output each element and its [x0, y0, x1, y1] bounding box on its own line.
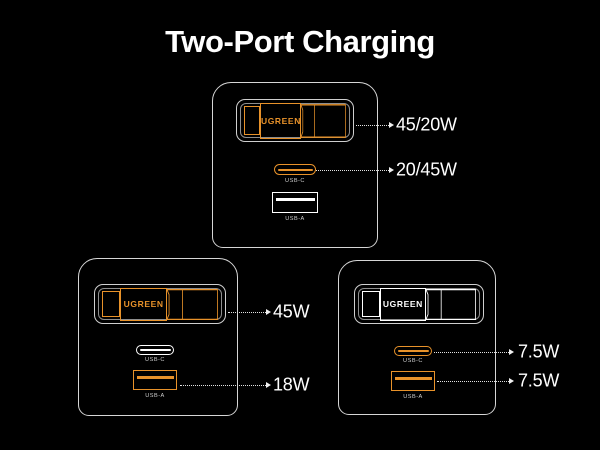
callout-top-usbc: 20/45W	[396, 159, 457, 180]
usb-a-label-top: USB-A	[285, 216, 305, 222]
ugreen-wordmark: UGREEN	[123, 299, 164, 309]
notch-shape-icon	[301, 103, 346, 138]
band-segment-center: UGREEN	[259, 102, 302, 139]
logo-band-top: UGREEN	[236, 99, 354, 142]
logo-band-segments: UGREEN	[361, 287, 477, 321]
callout-top-band: 45/20W	[396, 114, 457, 135]
ugreen-wordmark: UGREEN	[382, 299, 423, 309]
notch-shape-icon	[167, 288, 218, 320]
usb-c-port-bottom-right[interactable]	[394, 346, 432, 356]
arrow-bl-usba-icon	[266, 382, 271, 388]
usb-a-slot	[136, 376, 174, 380]
callout-bl-usba: 18W	[273, 374, 310, 395]
usb-a-label-bottom-left: USB-A	[145, 393, 165, 399]
usb-a-port-bottom-right[interactable]	[391, 371, 435, 391]
callout-br-usbc: 7.5W	[518, 341, 560, 362]
band-segment-center: UGREEN	[120, 287, 168, 321]
usb-a-slot	[275, 198, 315, 202]
usb-a-slot	[394, 377, 432, 381]
arrow-bl-band-icon	[266, 309, 271, 315]
band-segment-left	[361, 291, 380, 317]
usb-a-port-top[interactable]	[272, 192, 318, 213]
logo-band-segments: UGREEN	[101, 287, 219, 321]
usb-a-label-bottom-right: USB-A	[403, 394, 423, 400]
leader-line-bl-usba	[180, 385, 266, 387]
usb-c-label-bottom-left: USB-C	[145, 357, 165, 363]
ugreen-wordmark: UGREEN	[260, 115, 301, 126]
callout-br-usba: 7.5W	[518, 370, 560, 391]
leader-line-br-usba	[437, 381, 509, 383]
usb-c-label-bottom-right: USB-C	[403, 358, 423, 364]
band-segment-notch	[425, 288, 477, 321]
charger-top: UGREEN USB-C USB-A	[212, 82, 378, 248]
usb-c-label-top: USB-C	[285, 178, 305, 184]
leader-line-bl-band	[228, 312, 266, 314]
arrow-br-usbc-icon	[509, 349, 514, 355]
usb-c-port-bottom-left[interactable]	[136, 345, 174, 355]
usb-c-port-top[interactable]	[274, 164, 316, 175]
band-segment-notch	[301, 103, 346, 139]
logo-band-bottom-right: UGREEN	[354, 284, 484, 324]
arrow-top-band-icon	[389, 122, 394, 128]
usb-c-slot	[397, 350, 429, 352]
charger-bottom-left: UGREEN USB-C USB-A	[78, 258, 238, 416]
band-segment-left	[101, 291, 121, 317]
logo-band-bottom-left: UGREEN	[94, 284, 226, 324]
leader-line-top-usbc	[316, 170, 389, 172]
notch-shape-icon	[425, 288, 476, 320]
arrow-top-usbc-icon	[389, 167, 394, 173]
page-title: Two-Port Charging	[165, 24, 435, 59]
usb-c-slot	[277, 168, 313, 171]
callout-bl-band: 45W	[273, 301, 310, 322]
arrow-br-usba-icon	[509, 378, 514, 384]
usb-c-slot	[139, 349, 171, 351]
charger-bottom-right: UGREEN USB-C USB-A	[338, 260, 496, 415]
band-segment-left	[243, 106, 260, 135]
band-segment-center: UGREEN	[379, 287, 426, 321]
leader-line-top-band	[356, 125, 389, 127]
logo-band-segments: UGREEN	[243, 102, 347, 139]
usb-a-port-bottom-left[interactable]	[133, 370, 177, 390]
leader-line-br-usbc	[434, 352, 509, 354]
band-segment-notch	[167, 288, 218, 321]
